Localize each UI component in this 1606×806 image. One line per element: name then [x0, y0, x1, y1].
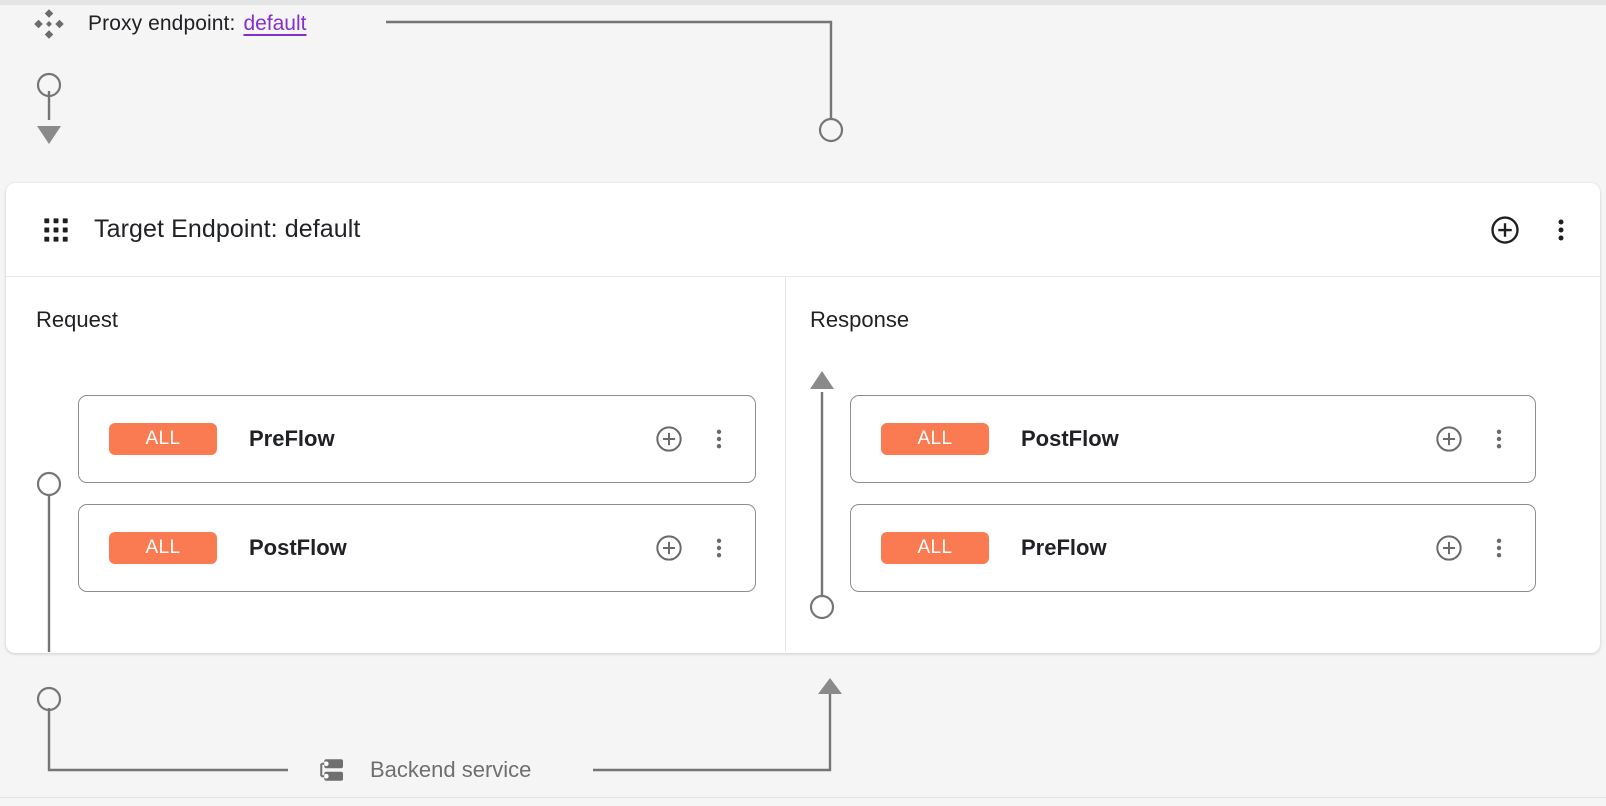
flow-name: PostFlow	[1021, 426, 1119, 451]
target-endpoint-panel: Target Endpoint: default	[6, 183, 1600, 653]
grid-apps-icon	[42, 216, 70, 244]
flow-card-response-preflow[interactable]: ALL PreFlow	[850, 504, 1536, 592]
bottom-divider	[0, 797, 1606, 798]
backend-service-label: Backend service	[370, 757, 532, 782]
request-column-title: Request	[36, 307, 118, 332]
flow-card-actions	[655, 534, 731, 562]
response-column-title: Response	[810, 307, 910, 332]
add-policy-icon[interactable]	[1435, 534, 1463, 562]
flow-more-options-icon[interactable]	[1487, 536, 1511, 560]
flow-more-options-icon[interactable]	[1487, 427, 1511, 451]
proxy-request-arrowhead	[37, 126, 61, 144]
target-endpoint-title: Target Endpoint: default	[94, 215, 361, 243]
flow-columns: Request ALL PreFlow	[6, 277, 1600, 652]
proxy-endpoint-header: Proxy endpoint: default	[34, 7, 307, 41]
target-endpoint-header: Target Endpoint: default	[6, 183, 1600, 277]
proxy-endpoint-label: Proxy endpoint:	[88, 12, 236, 35]
proxy-out-wire	[386, 20, 833, 119]
flow-name: PreFlow	[249, 426, 335, 451]
request-column: Request ALL PreFlow	[6, 277, 786, 652]
request-flow-start-node	[36, 471, 62, 497]
backend-service-icon	[318, 755, 348, 785]
target-outbound-node	[36, 686, 62, 712]
status-badge: ALL	[881, 532, 989, 564]
response-column: Response ALL PostFlow	[786, 277, 1600, 652]
status-badge: ALL	[109, 532, 217, 564]
proxy-request-node	[36, 72, 62, 98]
proxy-endpoint-link[interactable]: default	[243, 12, 307, 35]
add-icon[interactable]	[1490, 215, 1520, 245]
response-flow-arrowhead	[810, 371, 834, 389]
more-options-icon[interactable]	[1548, 217, 1574, 243]
status-badge: ALL	[109, 423, 217, 455]
flow-name: PostFlow	[249, 535, 347, 560]
add-policy-icon[interactable]	[1435, 425, 1463, 453]
add-policy-icon[interactable]	[655, 534, 683, 562]
target-endpoint-actions	[1490, 215, 1574, 245]
response-flow-cards: ALL PostFlow	[850, 395, 1536, 592]
flow-more-options-icon[interactable]	[707, 536, 731, 560]
flow-card-request-preflow[interactable]: ALL PreFlow	[78, 395, 756, 483]
add-policy-icon[interactable]	[655, 425, 683, 453]
backend-return-wire	[593, 694, 832, 772]
flow-card-actions	[1435, 425, 1511, 453]
backend-service-row[interactable]: Backend service	[318, 748, 531, 792]
top-edge-strip	[0, 0, 1606, 5]
request-flow-cards: ALL PreFlow	[78, 395, 756, 592]
flow-more-options-icon[interactable]	[707, 427, 731, 451]
proxy-endpoint-icon	[34, 9, 64, 39]
target-response-arrowhead	[818, 678, 842, 694]
flow-card-request-postflow[interactable]: ALL PostFlow	[78, 504, 756, 592]
status-badge: ALL	[881, 423, 989, 455]
target-out-wire	[47, 708, 288, 772]
flow-name: PreFlow	[1021, 535, 1107, 560]
response-flow-start-node	[809, 594, 835, 620]
flow-card-actions	[655, 425, 731, 453]
target-inbound-node	[818, 117, 844, 143]
flow-card-response-postflow[interactable]: ALL PostFlow	[850, 395, 1536, 483]
flow-card-actions	[1435, 534, 1511, 562]
